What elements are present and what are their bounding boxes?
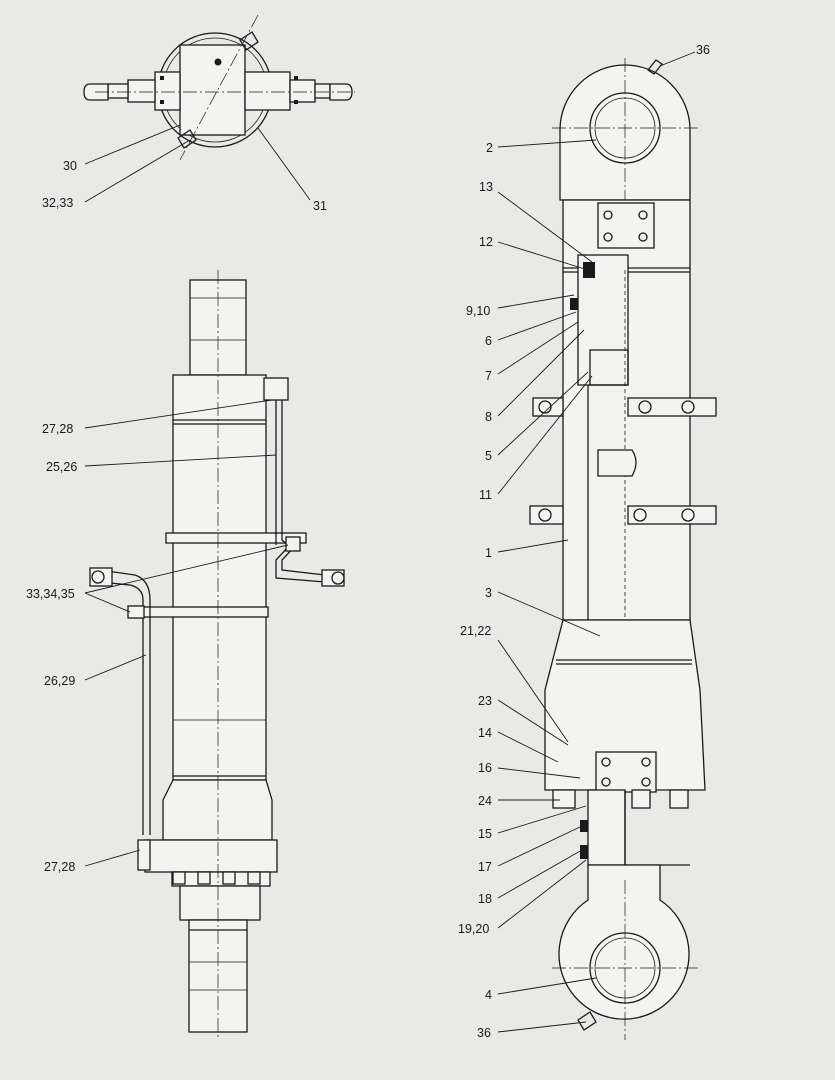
callout-17: 17 — [478, 860, 492, 874]
end-view — [83, 14, 355, 161]
callout-23: 23 — [478, 694, 492, 708]
callout-2: 2 — [486, 141, 493, 155]
callout-1: 1 — [485, 546, 492, 560]
callout-4: 4 — [485, 988, 492, 1002]
callout-31: 31 — [313, 199, 327, 213]
side-view-cylinder — [89, 270, 345, 1040]
section-view-cylinder — [529, 58, 717, 1040]
callout-6: 6 — [485, 334, 492, 348]
callout-18: 18 — [478, 892, 492, 906]
callout-labels: 30 32,33 31 27,28 25,26 33,34,35 26,29 2… — [26, 43, 710, 1040]
callout-14: 14 — [478, 726, 492, 740]
callout-27-28-bottom: 27,28 — [44, 860, 75, 874]
callout-15: 15 — [478, 827, 492, 841]
callout-21-22: 21,22 — [460, 624, 491, 638]
callout-30: 30 — [63, 159, 77, 173]
callout-36-top: 36 — [696, 43, 710, 57]
callout-11: 11 — [479, 488, 492, 502]
callout-3: 3 — [485, 586, 492, 600]
callout-33-34-35: 33,34,35 — [26, 587, 75, 601]
callout-8: 8 — [485, 410, 492, 424]
callout-25-26: 25,26 — [46, 460, 77, 474]
callout-5: 5 — [485, 449, 492, 463]
callout-32-33: 32,33 — [42, 196, 73, 210]
callout-26-29: 26,29 — [44, 674, 75, 688]
callout-27-28-top: 27,28 — [42, 422, 73, 436]
callout-16: 16 — [478, 761, 492, 775]
callout-36-bottom: 36 — [477, 1026, 491, 1040]
callout-9-10: 9,10 — [466, 304, 490, 318]
leader-lines — [84, 51, 696, 1033]
callout-7: 7 — [485, 369, 492, 383]
callout-24: 24 — [478, 794, 492, 808]
callout-13: 13 — [479, 180, 493, 194]
callout-19-20: 19,20 — [458, 922, 489, 936]
callout-12: 12 — [479, 235, 493, 249]
